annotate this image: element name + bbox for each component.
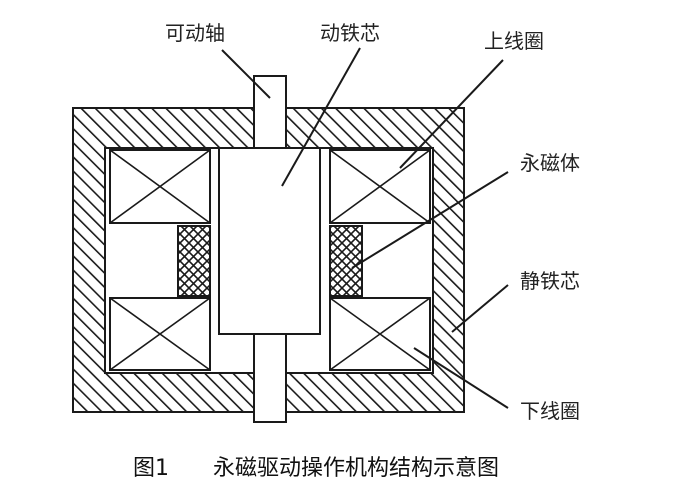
static-core [72,107,465,413]
leader-permanent-magnet [351,171,509,269]
leader-moving-core [281,47,361,187]
upper-coil-right [329,149,431,224]
label-moving-core: 动铁芯 [320,21,380,45]
upper-coil-left [109,149,211,224]
permanent-magnet-left [177,225,211,297]
lower-coil-right [329,297,431,371]
leader-static-core [451,284,509,333]
caption-text: 永磁驱动操作机构结构示意图 [213,456,499,481]
label-static-core: 静铁芯 [520,269,580,293]
label-lower-coil: 下线圈 [520,399,580,423]
label-upper-coil: 上线圈 [484,29,544,53]
leader-lower-coil [413,347,509,409]
permanent-magnet-right [329,225,363,297]
caption-number: 图1 [133,456,169,481]
moving-core [218,147,321,335]
label-movable-shaft: 可动轴 [165,21,225,45]
lower-coil-left [109,297,211,371]
leader-movable-shaft [221,49,271,99]
label-permanent-magnet: 永磁体 [520,151,580,175]
leader-upper-coil [399,59,504,169]
